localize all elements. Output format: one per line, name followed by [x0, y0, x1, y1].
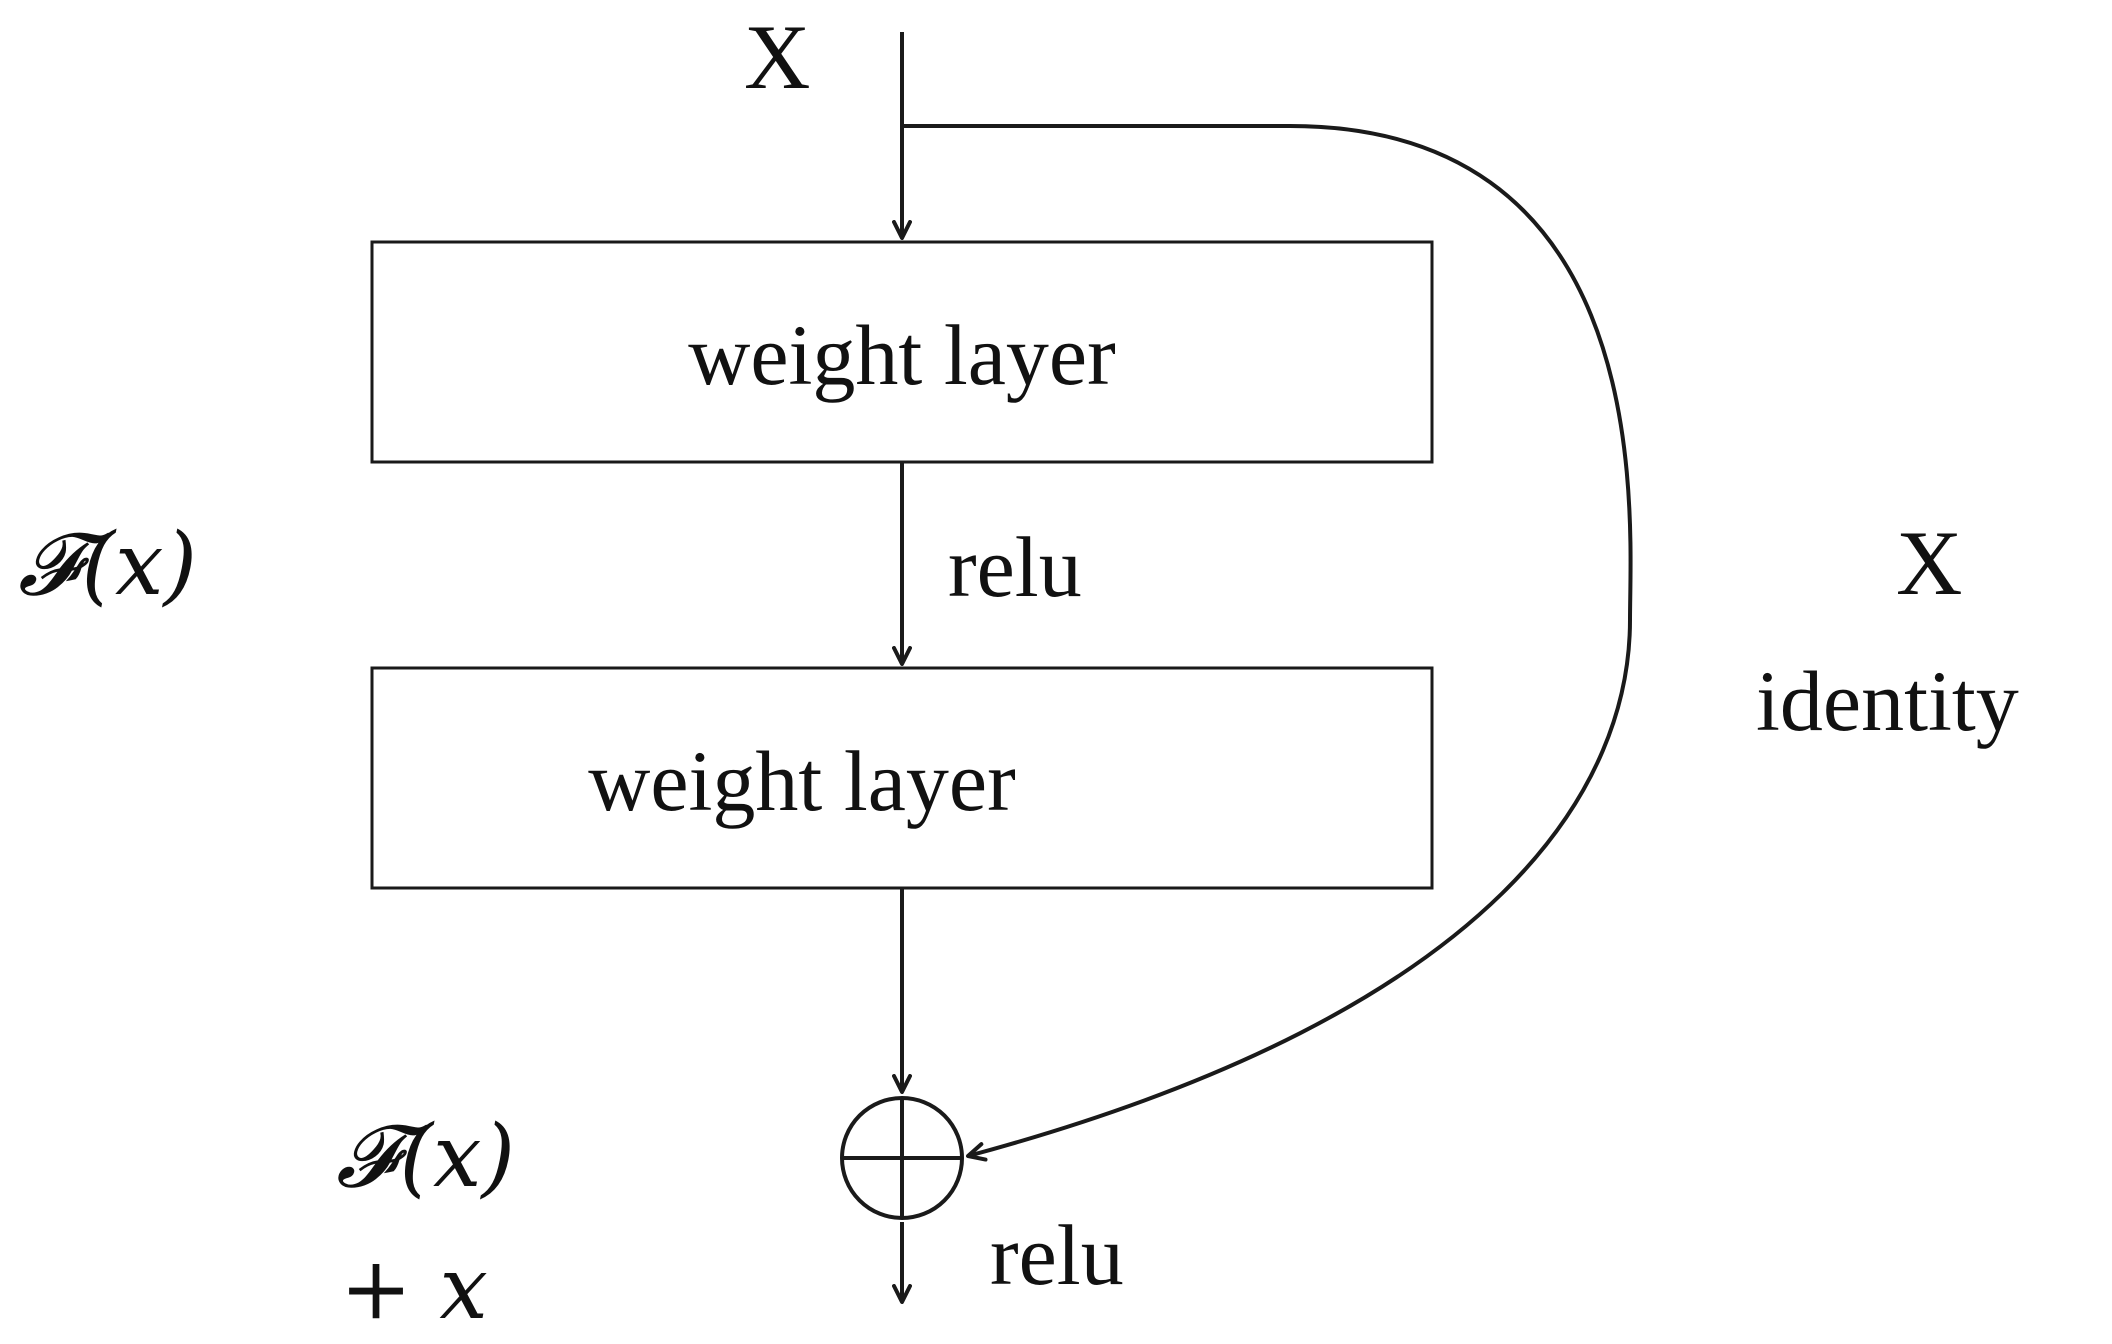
residual-function-label: 𝓕(x)	[18, 515, 197, 615]
weight-layer-label-1: weight layer	[688, 307, 1115, 403]
sum-operator	[840, 1096, 964, 1220]
relu-label-output: relu	[990, 1207, 1124, 1303]
weight-layer-box-1	[370, 240, 1434, 464]
relu-label-middle: relu	[948, 519, 1082, 615]
weight-layer-label-2: weight layer	[588, 733, 1015, 829]
input-x-label: X	[744, 6, 810, 108]
weight-layer-box-2	[370, 666, 1434, 890]
identity-label: identity	[1756, 653, 2019, 749]
output-plus-x-label: + x	[340, 1239, 488, 1339]
identity-shortcut-connection	[902, 124, 1633, 1162]
output-function-label: 𝓕(x)	[336, 1107, 515, 1207]
shortcut-input-label: X	[1896, 512, 1962, 614]
